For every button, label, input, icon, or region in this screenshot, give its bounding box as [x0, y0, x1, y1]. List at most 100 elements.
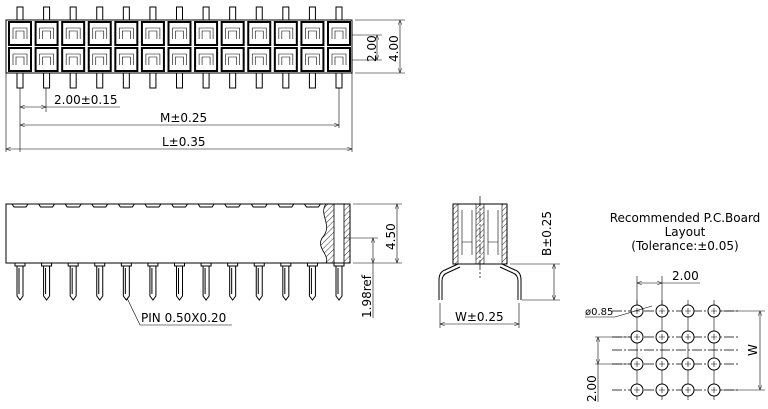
contact-spring — [12, 27, 28, 39]
side-pin — [147, 263, 159, 301]
b-dim-label: B±0.25 — [540, 211, 554, 256]
pcb-title-line1: Recommended P.C.Board — [610, 211, 761, 225]
bottom-pin — [43, 72, 51, 89]
pcb-pitch-x-label: 2.00 — [672, 269, 699, 283]
top-notch — [91, 203, 109, 208]
top-pin — [69, 6, 77, 21]
top-pin — [149, 6, 157, 21]
contact-spring — [92, 53, 108, 65]
side-pin — [227, 263, 239, 301]
width-dim-label: 4.00 — [387, 35, 401, 62]
contact-cell — [140, 47, 165, 72]
contact-spring — [39, 53, 54, 65]
height-dim-label: 4.50 — [384, 223, 398, 250]
contact-spring — [198, 53, 214, 65]
contact-spring — [119, 53, 134, 65]
contact-cell — [194, 21, 219, 46]
top-notch — [304, 203, 321, 208]
side-pin — [306, 263, 318, 301]
tail-dim-label: 1.98ref — [360, 274, 374, 318]
w-dim-label: W±0.25 — [455, 310, 504, 324]
hole-center-mark — [634, 361, 640, 367]
contact-spring — [278, 27, 294, 39]
top-view-contacts — [8, 6, 351, 89]
hole-center-mark — [659, 334, 665, 340]
side-pin — [253, 263, 265, 301]
row-pitch-label: 2.00 — [365, 35, 379, 62]
pcb-title-line2: Layout — [665, 225, 706, 239]
bottom-pin — [69, 72, 77, 89]
contact-spring — [119, 27, 134, 39]
contact-spring — [225, 27, 240, 39]
contact-spring — [65, 53, 81, 65]
contact-spring — [251, 27, 267, 39]
contact-spring — [145, 53, 161, 65]
side-pin — [41, 263, 53, 301]
contact-cell — [220, 21, 245, 46]
side-pin — [94, 263, 106, 301]
bottom-pin — [229, 72, 237, 89]
bottom-pin — [308, 72, 316, 89]
top-notch — [117, 203, 135, 208]
top-notch — [250, 203, 268, 208]
contact-cell — [220, 47, 245, 72]
contact-cell — [194, 47, 219, 72]
top-notch — [277, 203, 295, 208]
side-pin — [174, 263, 185, 301]
contact-spring — [331, 27, 347, 39]
contact-cell — [327, 47, 351, 72]
side-pin — [14, 263, 26, 301]
contact-cell — [114, 21, 139, 46]
hole-center-mark — [711, 308, 717, 314]
top-pin — [335, 6, 343, 21]
pcb-w-label: W — [746, 344, 760, 356]
top-notch — [171, 203, 188, 208]
bottom-pin — [176, 72, 183, 89]
contact-spring — [305, 27, 320, 39]
contact-spring — [65, 27, 81, 39]
contact-cell — [273, 21, 298, 46]
contact-spring — [305, 53, 320, 65]
top-notch — [197, 203, 215, 208]
hole-dia-label: ø0.85 — [585, 307, 613, 318]
hole-center-mark — [659, 387, 665, 393]
contact-cell — [8, 47, 32, 72]
bottom-pin — [96, 72, 104, 89]
contact-cell — [114, 47, 139, 72]
contact-cell — [87, 21, 112, 46]
contact-cell — [327, 21, 351, 46]
contact-cell — [167, 21, 192, 46]
contact-cell — [140, 21, 165, 46]
contact-cell — [247, 21, 272, 46]
contact-cell — [34, 21, 59, 46]
pcb-pitch-y-label: 2.00 — [585, 375, 599, 402]
bottom-pin — [16, 72, 24, 89]
top-pin — [202, 6, 210, 21]
hole-center-mark — [685, 308, 691, 314]
top-pin — [43, 6, 51, 21]
top-pin — [176, 6, 183, 21]
bottom-pin — [202, 72, 210, 89]
contact-cell — [87, 47, 112, 72]
hole-center-mark — [711, 361, 717, 367]
hole-center-mark — [685, 334, 691, 340]
side-pin — [67, 263, 79, 301]
contact-cell — [167, 47, 192, 72]
pitch-dim-label: 2.00±0.15 — [54, 93, 118, 107]
top-pin — [229, 6, 237, 21]
side-pin — [200, 263, 212, 301]
hole-center-mark — [634, 334, 640, 340]
contact-cell — [247, 47, 272, 72]
bottom-pin — [335, 72, 343, 89]
bottom-pin — [122, 72, 130, 89]
top-notch — [224, 203, 242, 208]
contact-spring — [92, 27, 108, 39]
side-pin — [280, 263, 292, 301]
bottom-pin — [149, 72, 157, 89]
hole-center-mark — [685, 387, 691, 393]
top-notch — [38, 203, 55, 208]
top-notch — [144, 203, 162, 208]
contact-spring — [278, 53, 294, 65]
contact-spring — [39, 27, 54, 39]
